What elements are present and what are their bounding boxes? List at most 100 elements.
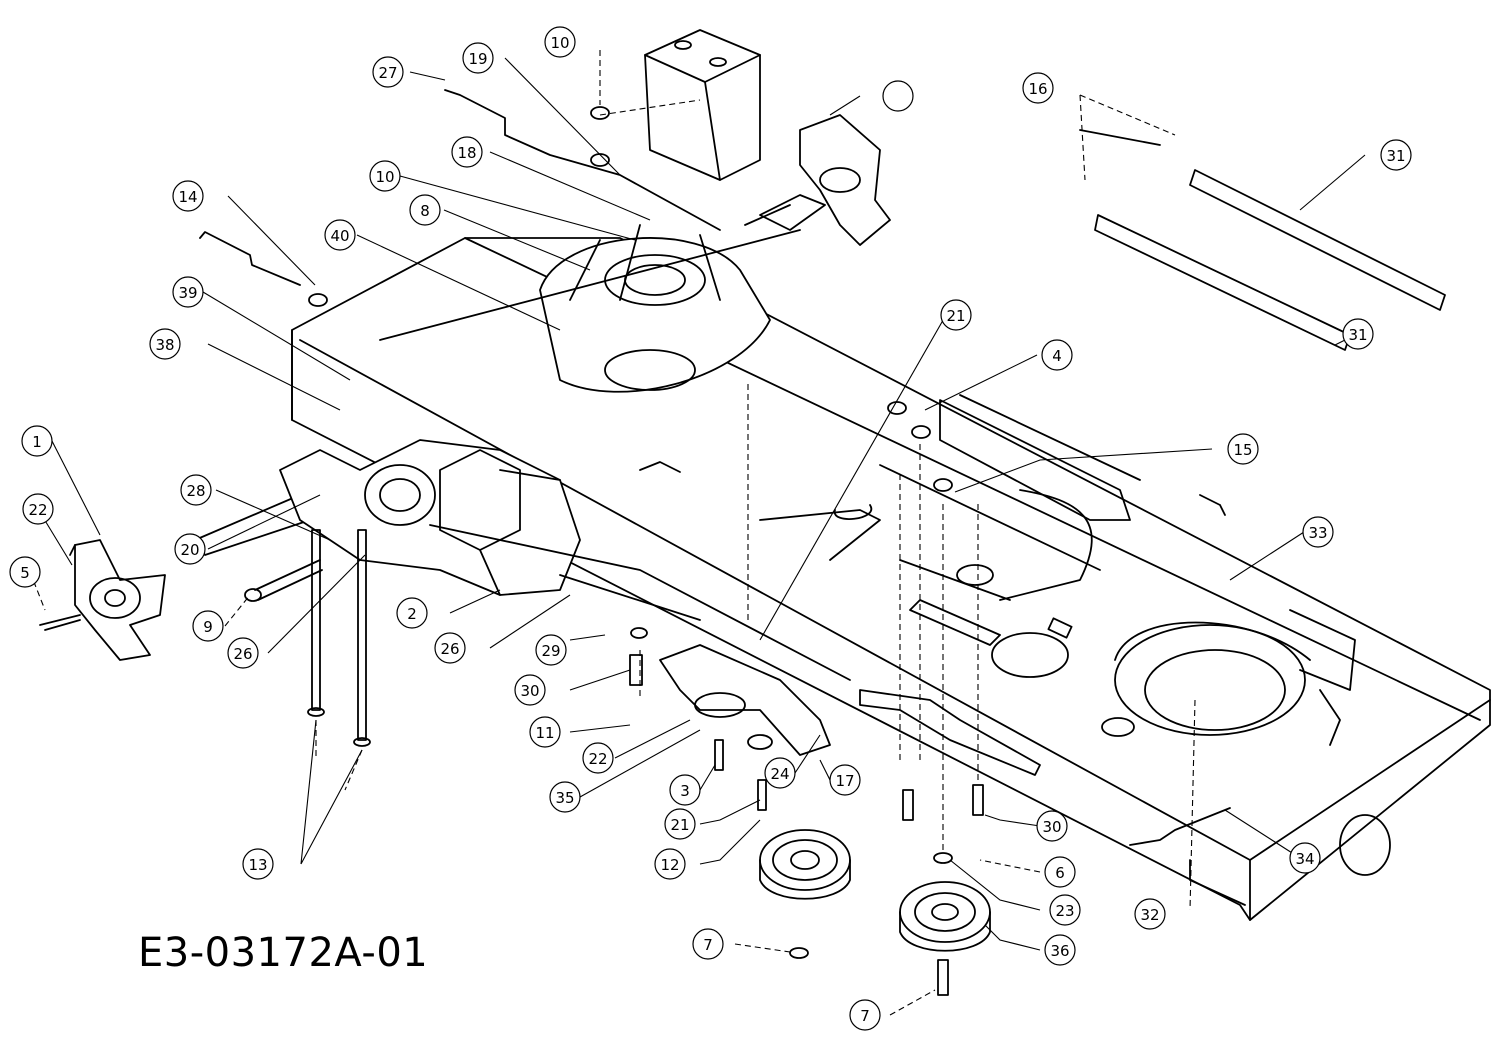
- callout-label: 3: [680, 782, 690, 800]
- callout-16: 16: [1022, 72, 1054, 104]
- callout-label: 29: [541, 642, 560, 660]
- callout-10: 10: [369, 160, 401, 192]
- callout-34: 34: [1289, 842, 1321, 874]
- callout-label: 13: [248, 856, 267, 874]
- fan-assembly: [539, 224, 771, 393]
- callout-14: 14: [172, 180, 204, 212]
- callout-label: 11: [535, 724, 554, 742]
- callout-circle: [764, 757, 796, 789]
- callout-circle: [227, 637, 259, 669]
- battery: [644, 29, 761, 181]
- callout-circle: [692, 928, 724, 960]
- idler-pulley-left: [759, 829, 851, 900]
- callout-30: 30: [514, 674, 546, 706]
- callout-label: 7: [860, 1007, 870, 1025]
- callout-label: 26: [440, 640, 459, 658]
- callout-29: 29: [535, 634, 567, 666]
- callout-circle: [21, 425, 53, 457]
- callout-label: 23: [1055, 902, 1074, 920]
- callout-label: 32: [1140, 906, 1159, 924]
- callout-36: 36: [1044, 934, 1076, 966]
- callout-6: 6: [1044, 856, 1076, 888]
- callout-circle: [1227, 433, 1259, 465]
- callout-label: 18: [457, 144, 476, 162]
- callout-24: 24: [764, 757, 796, 789]
- callout-21: 21: [664, 808, 696, 840]
- callout-circle: [1049, 894, 1081, 926]
- callout-12: 12: [654, 848, 686, 880]
- transmission: [279, 439, 581, 596]
- callout-circle: [1044, 934, 1076, 966]
- callout-label: 26: [233, 645, 252, 663]
- callout-circle: [654, 848, 686, 880]
- callout-label: 10: [550, 34, 569, 52]
- callout-circle: [1041, 339, 1073, 371]
- callout-30: 30: [1036, 810, 1068, 842]
- callout-circle: [582, 742, 614, 774]
- callout-circle: [940, 299, 972, 331]
- callout-circle: [242, 848, 274, 880]
- callout-label: 22: [588, 750, 607, 768]
- callout-label: 30: [520, 682, 539, 700]
- callout-18: 18: [451, 136, 483, 168]
- callout-label: 19: [468, 50, 487, 68]
- callout-circle: [829, 764, 861, 796]
- callout-circle: [535, 634, 567, 666]
- wheel-hub: [39, 539, 166, 661]
- callout-33: 33: [1302, 516, 1334, 548]
- callout-circle: [324, 219, 356, 251]
- callout-circle: [451, 136, 483, 168]
- callout-2: 2: [396, 597, 428, 629]
- callout-35: 35: [549, 781, 581, 813]
- callout-28: 28: [180, 474, 212, 506]
- callout-circle: [409, 194, 441, 226]
- chassis-frame: [291, 237, 1491, 921]
- callout-label: 31: [1386, 147, 1405, 165]
- callout-circle: [462, 42, 494, 74]
- callout-label: 24: [770, 765, 789, 783]
- callout-circle: [882, 80, 914, 112]
- callout-circle: [1302, 516, 1334, 548]
- callout-19: 19: [462, 42, 494, 74]
- callout-label: 28: [186, 482, 205, 500]
- callout-circle: [1380, 139, 1412, 171]
- callout-31: 31: [1342, 318, 1374, 350]
- callout-circle: [174, 533, 206, 565]
- callout-9: 9: [192, 610, 224, 642]
- callout-circle: [669, 774, 701, 806]
- callout-label: 1: [32, 433, 42, 451]
- callout-circle: [434, 632, 466, 664]
- callout-38: 38: [149, 328, 181, 360]
- callout-label: 35: [555, 789, 574, 807]
- callout-label: 4: [1052, 347, 1062, 365]
- callout-circle: [180, 474, 212, 506]
- callout-label: 30: [1042, 818, 1061, 836]
- callout-label: 17: [835, 772, 854, 790]
- callout-circle: [549, 781, 581, 813]
- callout-label: 22: [28, 501, 47, 519]
- callout-26: 26: [227, 637, 259, 669]
- callout-circle: [369, 160, 401, 192]
- callout-circle: [1289, 842, 1321, 874]
- callout-label: 38: [155, 336, 174, 354]
- callout-20: 20: [174, 533, 206, 565]
- callout-circle: [529, 716, 561, 748]
- callout-26: 26: [434, 632, 466, 664]
- callout-label: 20: [180, 541, 199, 559]
- callout-circle: [172, 276, 204, 308]
- callout-22: 22: [582, 742, 614, 774]
- callout-label: 6: [1055, 864, 1065, 882]
- idler-pulley-right: [899, 881, 991, 952]
- callout-circle: [849, 999, 881, 1031]
- callout-balloons: 1225143938282092622613408101827191016313…: [9, 26, 1412, 1031]
- callout-circle: [149, 328, 181, 360]
- callout-circle: [1036, 810, 1068, 842]
- callout-7: 7: [692, 928, 724, 960]
- callout-22: 22: [22, 493, 54, 525]
- callout-label: 36: [1050, 942, 1069, 960]
- callout-40: 40: [324, 219, 356, 251]
- callout-circle: [1134, 898, 1166, 930]
- callout-label: 15: [1233, 441, 1252, 459]
- bolts: [244, 106, 1231, 996]
